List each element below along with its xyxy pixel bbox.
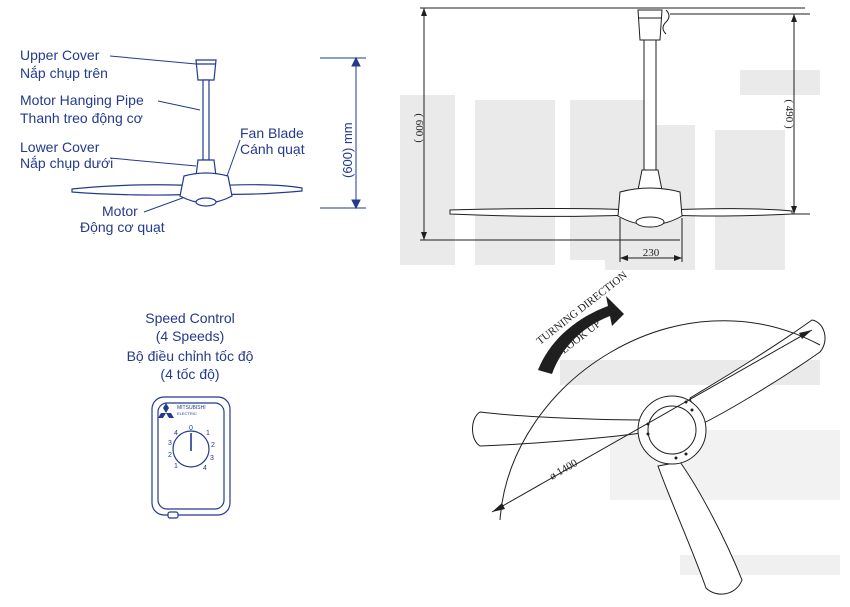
fan-outline: [71, 59, 303, 207]
svg-text:1: 1: [206, 430, 210, 437]
svg-text:4: 4: [174, 430, 178, 437]
speed-control-diagram: Speed Control (4 Speeds) Bộ điều chỉnh t…: [127, 310, 254, 519]
svg-text:4: 4: [203, 465, 207, 472]
svg-text:2: 2: [168, 452, 172, 459]
upper-cover-label-vi: Nắp chụp trên: [20, 65, 108, 81]
diameter-line: [491, 320, 821, 521]
svg-text:0: 0: [189, 425, 193, 432]
svg-text:3: 3: [210, 455, 214, 462]
dial-numbers: 4 3 2 1 0 1 2 3 4: [168, 425, 215, 472]
motor-hanging-pipe-label: Motor Hanging Pipe: [20, 92, 144, 108]
pipe-height-label: ( 490 ): [783, 99, 795, 129]
dimension-arrows: [421, 8, 797, 261]
motor-label-vi: Động cơ quạt: [80, 219, 165, 235]
turning-direction-arrow-icon: [538, 296, 624, 374]
lower-cover-label: Lower Cover: [20, 139, 100, 155]
fan-blade-label-vi: Cánh quạt: [240, 141, 305, 157]
upper-cover-label: Upper Cover: [20, 47, 100, 63]
svg-text:3: 3: [168, 440, 172, 447]
motor-width-label: 230: [643, 247, 660, 259]
lower-cover-label-vi: Nắp chụp dưới: [20, 155, 113, 171]
motor-label: Motor: [102, 203, 138, 219]
background-ghost-print: [400, 70, 840, 575]
brand-name: MITSUBISHI: [177, 405, 206, 411]
leader-lines: [109, 55, 241, 213]
fan-blade-label: Fan Blade: [240, 125, 304, 141]
speed-control-title: Speed Control: [145, 310, 235, 326]
fan-parts-diagram: Upper Cover Nắp chụp trên Motor Hanging …: [20, 47, 366, 235]
bottom-view: [472, 319, 826, 595]
svg-text:1: 1: [174, 463, 178, 470]
speed-control-box: [151, 396, 231, 519]
diameter-label: ø 1400: [548, 457, 581, 483]
total-height-label: ( 600 ): [413, 113, 425, 143]
speed-control-title-vi: Bộ điều chỉnh tốc độ: [127, 348, 254, 364]
speed-control-speeds-vi: (4 tốc độ): [160, 366, 219, 382]
motor-hanging-pipe-label-vi: Thanh treo động cơ: [20, 110, 143, 126]
technical-drawing: ( 600 ) ( 490 ) 230 ø 1400 TURNING DIREC…: [400, 7, 840, 595]
height-dimension-label: (600) mm: [340, 122, 355, 178]
diameter-arrows: [492, 330, 812, 512]
svg-text:2: 2: [211, 442, 215, 449]
side-view: [420, 7, 810, 262]
mitsubishi-logo-icon: [158, 403, 174, 418]
brand-sub: ELECTRIC: [177, 411, 197, 416]
speed-control-speeds: (4 Speeds): [156, 328, 224, 344]
height-dimension-line: [320, 56, 366, 210]
